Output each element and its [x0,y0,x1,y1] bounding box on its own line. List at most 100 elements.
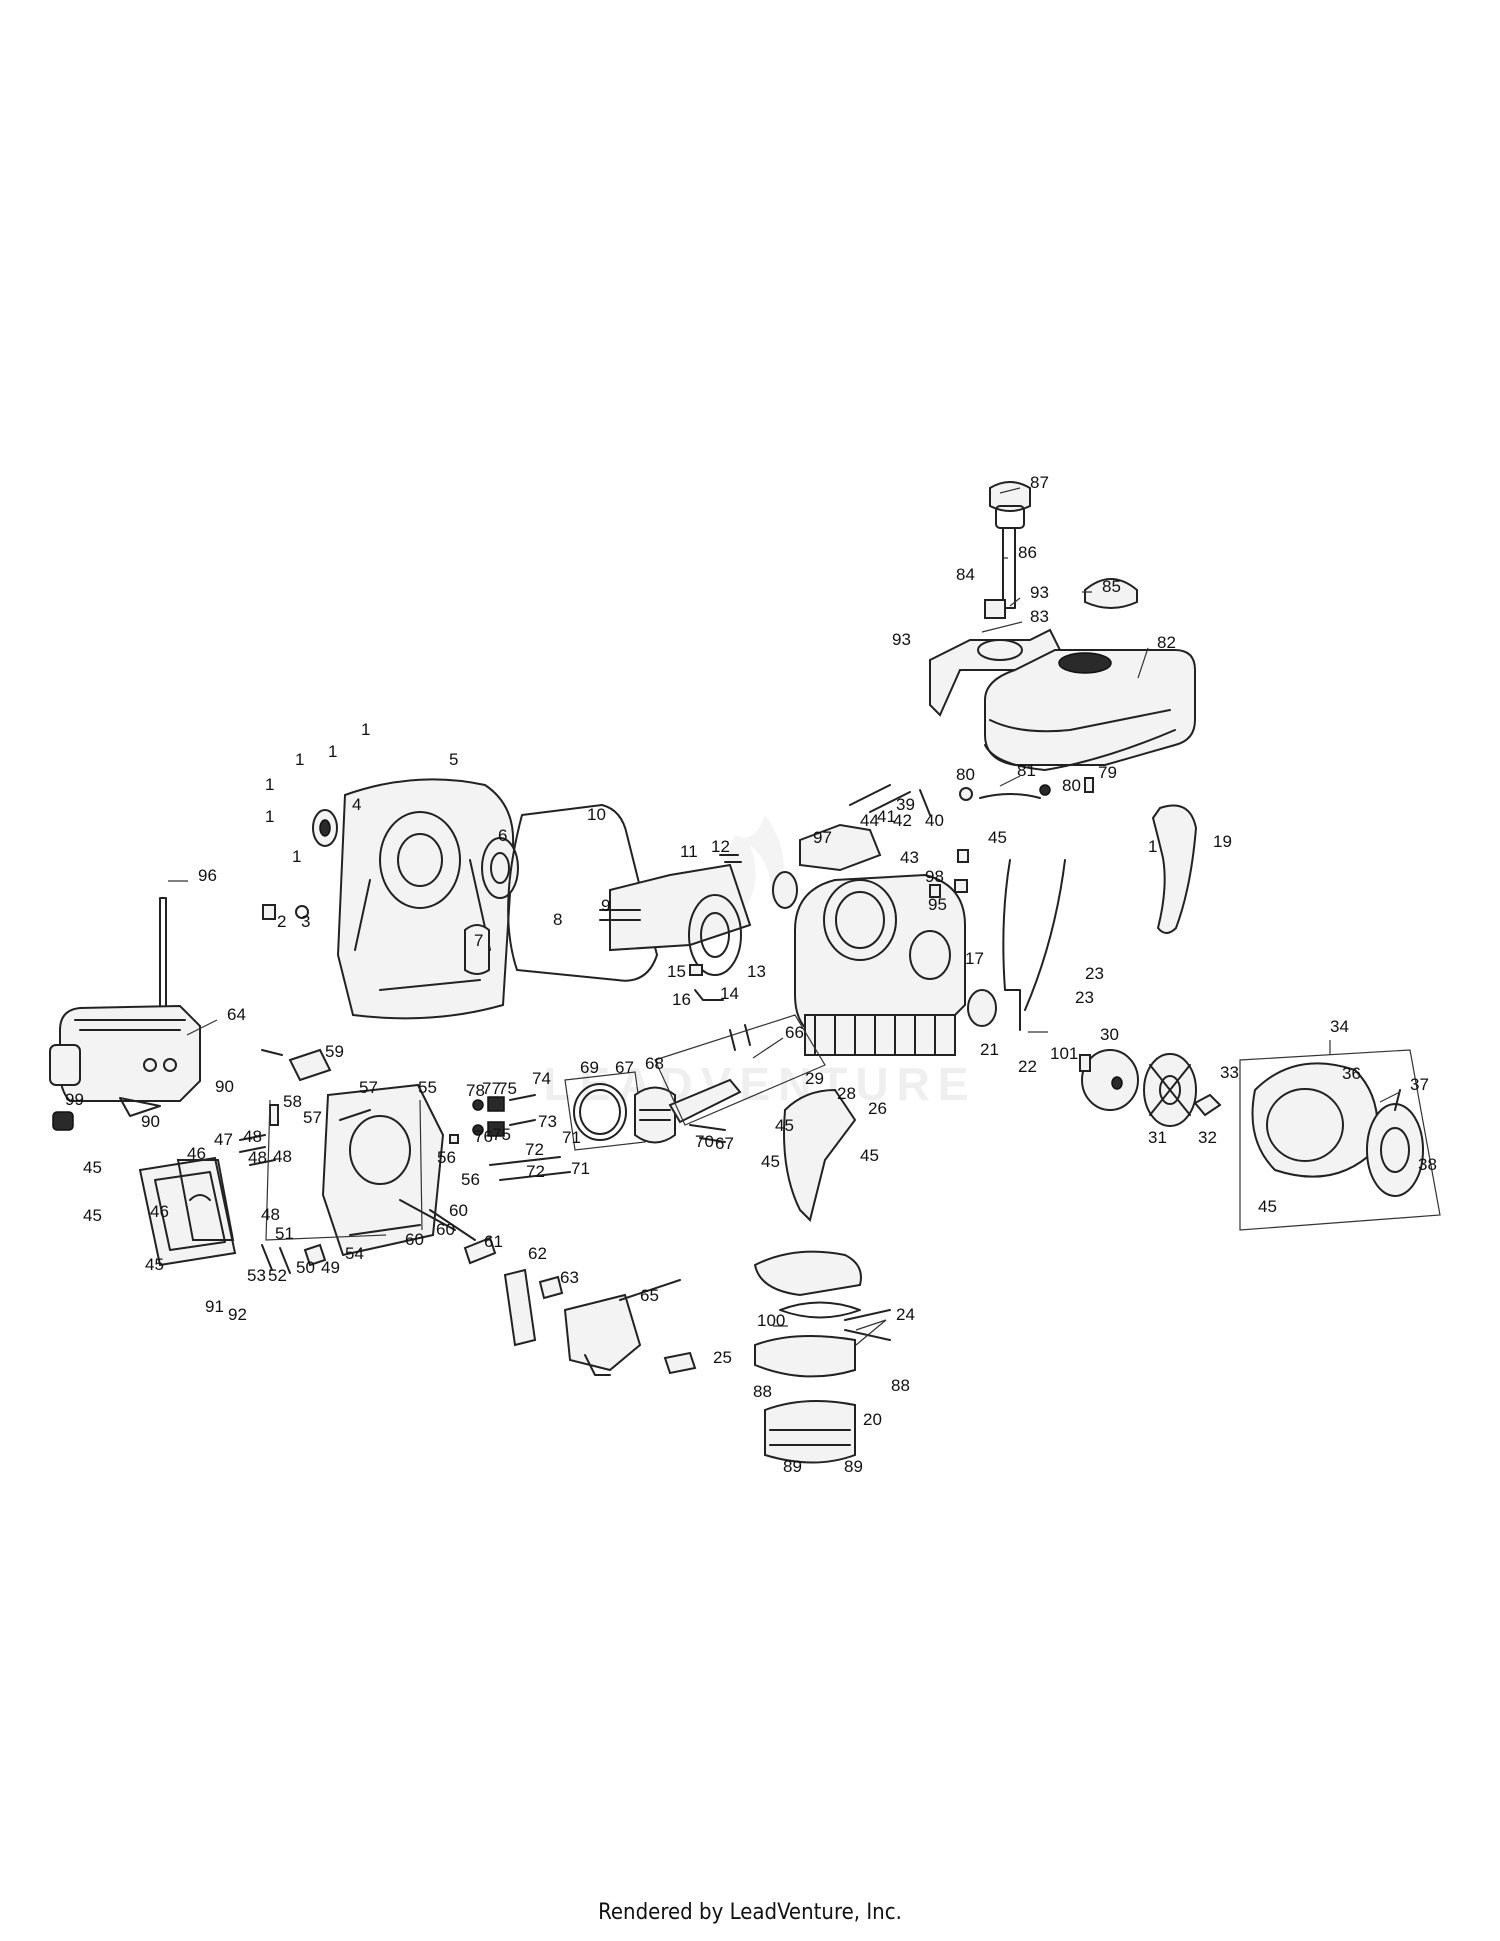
callout-label: 36 [1342,1064,1361,1083]
callout-label: 89 [844,1457,863,1476]
callout-label: 45 [83,1158,102,1177]
callout-label: 100 [757,1311,785,1330]
callout-label: 75 [498,1079,517,1098]
callout-label: 4 [352,795,361,814]
callout-label: 77 [482,1079,501,1098]
callout-label: 61 [484,1232,503,1251]
callout-label: 48 [273,1147,292,1166]
callout-label: 89 [783,1457,802,1476]
flywheel-group [1079,1049,1441,1231]
callout-label: 26 [868,1099,887,1118]
callout-label: 99 [65,1090,84,1109]
callout-label: 7 [474,931,483,950]
valve-cover-group [49,897,237,1267]
callout-label: 81 [1017,761,1036,780]
callout-label: 44 [860,811,879,830]
callout-label: 65 [640,1286,659,1305]
callout-label: 21 [980,1040,999,1059]
blower-housing [783,1088,857,1222]
callout-label: 45 [1258,1197,1277,1216]
callout-label: 52 [268,1266,287,1285]
callout-label: 46 [150,1202,169,1221]
footer-credit: Rendered by LeadVenture, Inc. [598,1900,902,1925]
callout-label: 10 [587,805,606,824]
callout-label: 88 [753,1382,772,1401]
callout-label: 45 [860,1146,879,1165]
callout-label: 8 [553,910,562,929]
callout-label: 74 [532,1069,551,1088]
callout-label: 6 [498,826,507,845]
callout-label: 42 [893,811,912,830]
callout-label: 93 [1030,583,1049,602]
callout-label: 66 [785,1023,804,1042]
callout-label: 54 [345,1244,364,1263]
callout-label: 57 [303,1108,322,1127]
callout-label: 80 [956,765,975,784]
callout-label: 51 [275,1224,294,1243]
callout-label: 48 [248,1148,267,1167]
callout-label: 48 [261,1205,280,1224]
callout-label: 88 [891,1376,910,1395]
callout-label: 1 [361,720,370,739]
watermark-text: LEADVENTURE [543,1058,976,1110]
callout-label: 1 [265,807,274,826]
callout-label: 59 [325,1042,344,1061]
callout-label: 53 [247,1266,266,1285]
callout-label: 11 [680,842,698,861]
callout-label: 86 [1018,543,1037,562]
callout-label: 72 [526,1162,545,1181]
callout-label: 90 [141,1112,160,1131]
callout-label: 96 [198,866,217,885]
callout-label: 85 [1102,577,1121,596]
callout-label: 93 [892,630,911,649]
callout-label: 50 [296,1258,315,1277]
callout-label: 37 [1410,1075,1429,1094]
callout-label: 15 [667,962,686,981]
callout-label: 80 [1062,776,1081,795]
callout-label: 87 [1030,473,1049,492]
callout-label: 92 [228,1305,247,1324]
carburetor-group [503,1250,891,1464]
callout-label: 60 [405,1230,424,1249]
callout-label: 12 [711,837,730,856]
callout-label: 9 [601,896,610,915]
callout-label: 49 [321,1258,340,1277]
callout-label: 45 [83,1206,102,1225]
callout-label: 45 [761,1152,780,1171]
callout-label: 33 [1220,1063,1239,1082]
callout-label: 5 [449,750,458,769]
shroud-plate [1151,804,1198,934]
callout-label: 23 [1075,988,1094,1007]
callout-label: 67 [715,1134,734,1153]
callout-label: 91 [205,1297,224,1316]
valve-train-group [472,1094,571,1181]
callout-label: 55 [418,1078,437,1097]
callout-label: 64 [227,1005,246,1024]
callout-label: 45 [145,1255,164,1274]
callout-label: 13 [747,962,766,981]
engine-block [794,784,1066,1056]
callout-label: 63 [560,1268,579,1287]
watermark: LEADVENTURE [543,815,976,1110]
callout-label: 45 [988,828,1007,847]
callout-label: 60 [449,1201,468,1220]
callout-label: 1 [265,775,274,794]
callout-label: 79 [1098,763,1117,782]
callout-label: 90 [215,1077,234,1096]
callout-label: 71 [571,1159,590,1178]
callout-label: 20 [863,1410,882,1429]
callout-label: 22 [1018,1057,1037,1076]
callout-label: 31 [1148,1128,1167,1147]
callout-label: 73 [538,1112,557,1131]
callout-label: 41 [877,807,896,826]
callout-label: 95 [928,895,947,914]
callout-label: 70 [695,1132,714,1151]
piston-group [564,1014,826,1151]
callout-label: 47 [214,1130,233,1149]
callout-label: 14 [720,984,739,1003]
callout-label: 101 [1050,1044,1078,1063]
callout-label: 57 [359,1078,378,1097]
callout-label: 39 [896,795,915,814]
